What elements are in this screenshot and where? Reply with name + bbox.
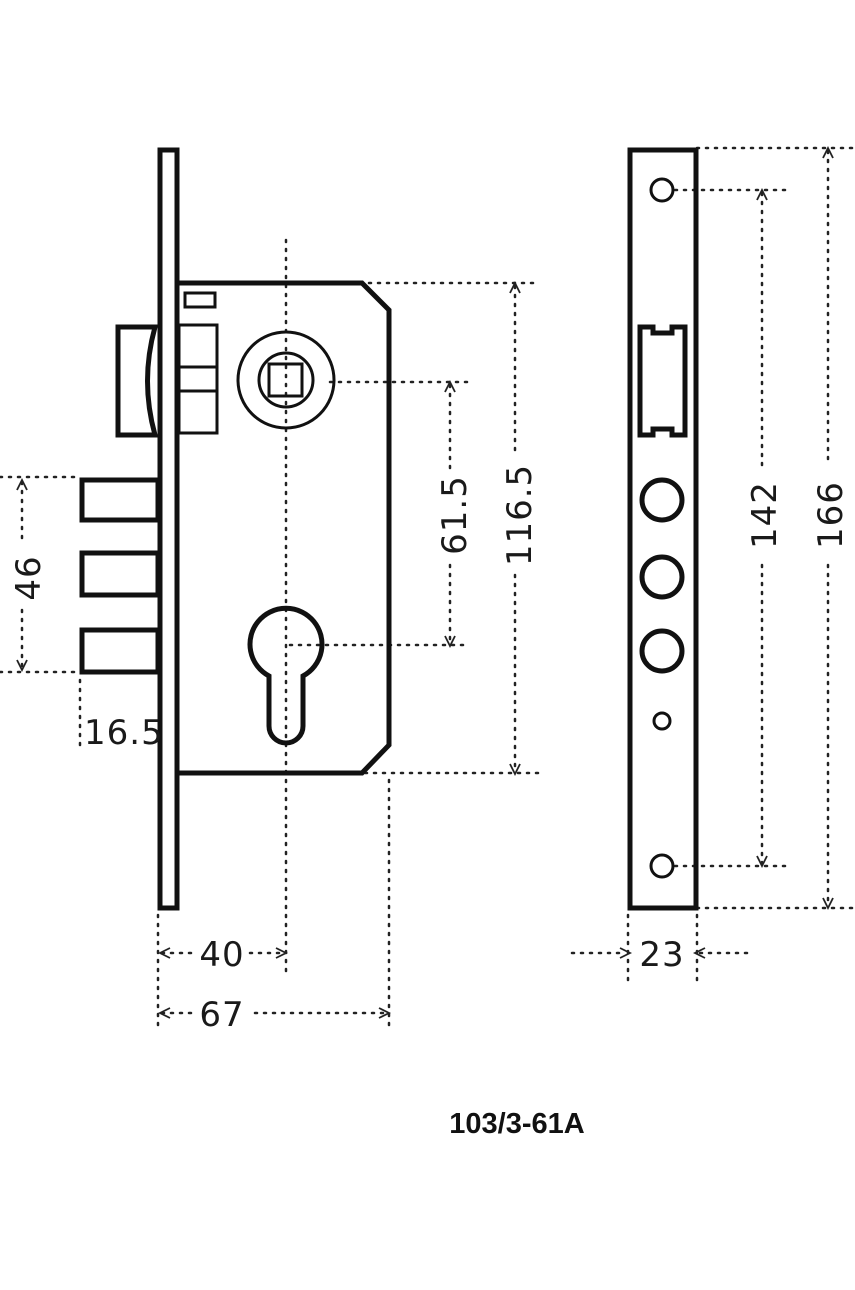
- arrow-left: [692, 947, 706, 959]
- deadbolt-hole-3: [639, 628, 685, 674]
- deadbolt-1: [79, 477, 161, 523]
- side-view: 46 16.5 61.5 116.5 40 67: [0, 147, 542, 1035]
- latch-block-3: [177, 389, 219, 435]
- deadbolt-hole-2: [639, 554, 685, 600]
- deadbolt-3: [79, 627, 161, 675]
- arrow-right: [619, 947, 633, 959]
- deadbolt-2: [79, 550, 161, 598]
- latch-block-2: [177, 365, 219, 393]
- follower-cylinder-label: 61.5: [435, 475, 475, 555]
- latch-bolt: [115, 324, 159, 438]
- case-depth-label: 67: [199, 995, 244, 1035]
- front-view: 142 166 23: [570, 145, 855, 987]
- arrow-right: [275, 947, 289, 959]
- arrow-left: [157, 947, 171, 959]
- deadbolt-throw-label: 16.5: [84, 713, 164, 753]
- latch-block-1: [177, 323, 219, 369]
- follower-outer-ring: [236, 330, 336, 430]
- arrow-up: [509, 280, 521, 294]
- euro-cylinder-cutout: [247, 605, 325, 746]
- deadbolt-span-label: 46: [9, 555, 49, 600]
- faceplate-width-label: 23: [639, 935, 684, 975]
- deadbolt-hole-1: [639, 477, 685, 523]
- model-code: 103/3-61A: [449, 1108, 584, 1140]
- small-hole: [652, 711, 672, 731]
- arrow-up: [16, 477, 28, 491]
- faceplate-side: [157, 147, 180, 911]
- screw-hole-distance-label: 142: [745, 481, 785, 549]
- top-screw-hole: [649, 177, 675, 203]
- latch-window: [637, 324, 688, 438]
- case-slot: [183, 291, 217, 309]
- arrow-up: [444, 379, 456, 393]
- case-height-label: 116.5: [500, 464, 540, 566]
- arrow-right: [378, 1007, 392, 1019]
- arrow-down: [16, 659, 28, 673]
- backset-label: 40: [199, 935, 244, 975]
- follower-inner-ring: [257, 351, 315, 409]
- arrow-down: [822, 897, 834, 911]
- faceplate-length-label: 166: [811, 481, 851, 549]
- bottom-screw-hole: [649, 853, 675, 879]
- arrow-down: [444, 635, 456, 649]
- arrow-left: [157, 1007, 171, 1019]
- faceplate-front: [627, 147, 699, 911]
- spindle-square-hole: [267, 362, 304, 398]
- arrow-down: [509, 763, 521, 777]
- lock-case: [177, 280, 392, 776]
- arrow-up: [756, 187, 768, 201]
- arrow-up: [822, 145, 834, 159]
- arrow-down: [756, 855, 768, 869]
